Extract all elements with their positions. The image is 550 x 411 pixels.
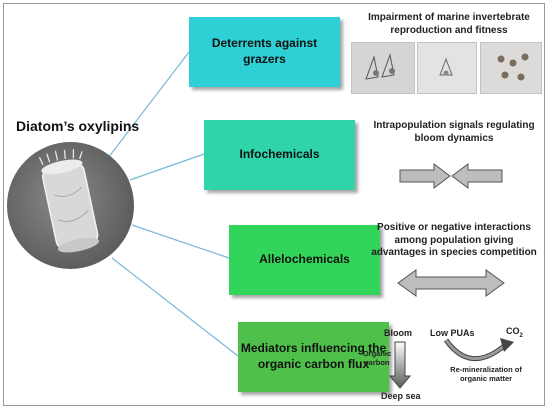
role-box-mediators: Mediators influencing the organic carbon… [238, 322, 389, 392]
converging-arrows-icon [399, 163, 503, 189]
photo-eggs [480, 42, 542, 94]
sinking-arrow-icon [389, 341, 411, 389]
photo-larva [417, 42, 477, 94]
description-allelochemicals: Positive or negative interactions among … [371, 222, 537, 258]
label-bloom: Bloom [384, 328, 412, 338]
diatom-micrograph [7, 142, 134, 269]
role-label-deterrents: Deterrents against grazers [211, 36, 318, 66]
role-box-deterrents: Deterrents against grazers [189, 17, 340, 87]
double-headed-arrow-icon [397, 269, 505, 297]
photo-malformed-larvae [351, 42, 415, 94]
role-box-infochemicals: Infochemicals [204, 120, 355, 190]
connector-line-mediators [111, 257, 239, 357]
connector-line-infochemicals [129, 153, 205, 181]
role-label-infochemicals: Infochemicals [239, 147, 320, 162]
description-deterrents: Impairment of marine invertebrate reprod… [368, 12, 530, 36]
label-organic-carbon: Organic carbon [362, 349, 392, 367]
role-box-allelochemicals: Allelochemicals [229, 225, 380, 295]
role-label-allelochemicals: Allelochemicals [259, 252, 350, 267]
connector-line-allelochemicals [131, 224, 230, 259]
role-label-mediators: Mediators influencing the organic carbon… [240, 341, 387, 371]
connector-line-grazers [107, 51, 190, 159]
description-infochemicals: Intrapopulation signals regulating bloom… [373, 120, 535, 144]
remineralization-arrow-icon [443, 338, 514, 362]
label-co2: CO2 [506, 326, 523, 339]
label-low-puas: Low PUAs [430, 328, 475, 338]
label-deep-sea: Deep sea [381, 391, 421, 401]
label-remineralization: Re-mineralization of organic matter [450, 365, 522, 383]
diatom-cell-illustration [38, 149, 100, 253]
diagram-title: Diatom’s oxylipins [16, 118, 140, 134]
